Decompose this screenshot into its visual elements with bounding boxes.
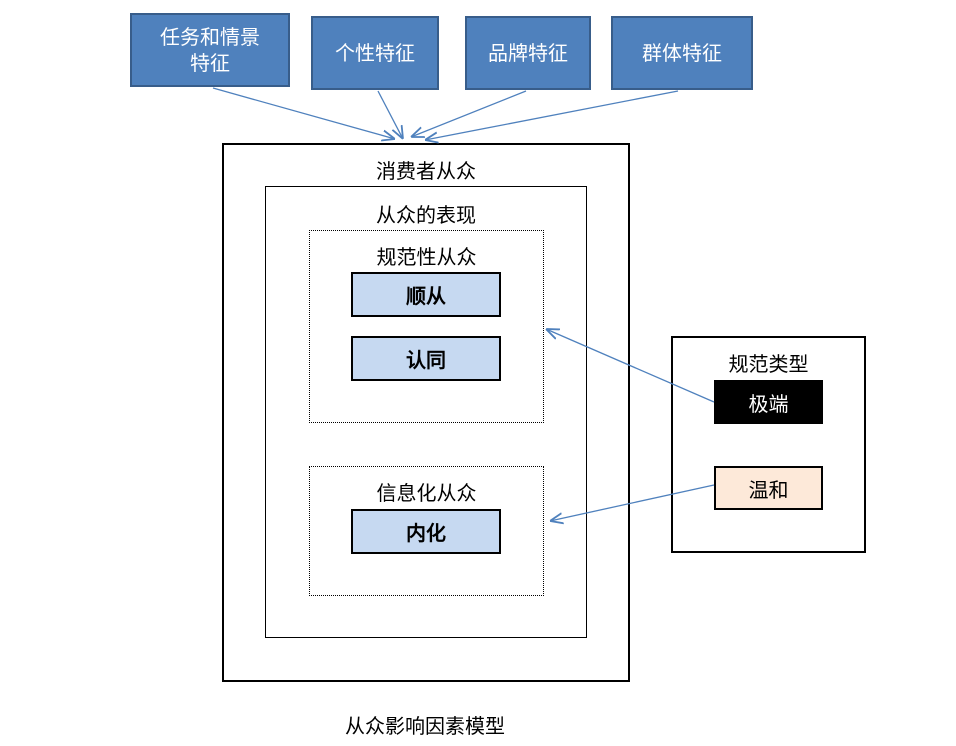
extreme-norm-box: 极端: [714, 380, 823, 424]
arrow-task-situation: [212, 87, 395, 139]
factor-task-situation: 任务和情景 特征: [130, 13, 290, 87]
factor-group: 群体特征: [611, 16, 753, 90]
mild-norm-box: 温和: [714, 466, 823, 510]
diagram-caption: 从众影响因素模型: [345, 714, 505, 738]
compliance-box: 顺从: [351, 272, 501, 317]
factor-brand: 品牌特征: [465, 16, 591, 90]
normative-conformity-frame: [309, 230, 544, 423]
arrow-personality: [377, 90, 403, 139]
internalization-box: 内化: [351, 509, 501, 554]
normative-conformity-title: 规范性从众: [376, 245, 477, 269]
norm-types-title: 规范类型: [728, 352, 809, 376]
consumer-conformity-title: 消费者从众: [376, 159, 476, 183]
arrow-group: [425, 90, 679, 140]
identification-box: 认同: [351, 336, 501, 381]
factor-personality: 个性特征: [311, 16, 439, 90]
arrow-brand: [411, 90, 527, 137]
conformity-manifestation-title: 从众的表现: [376, 203, 476, 227]
informational-conformity-title: 信息化从众: [376, 481, 477, 505]
